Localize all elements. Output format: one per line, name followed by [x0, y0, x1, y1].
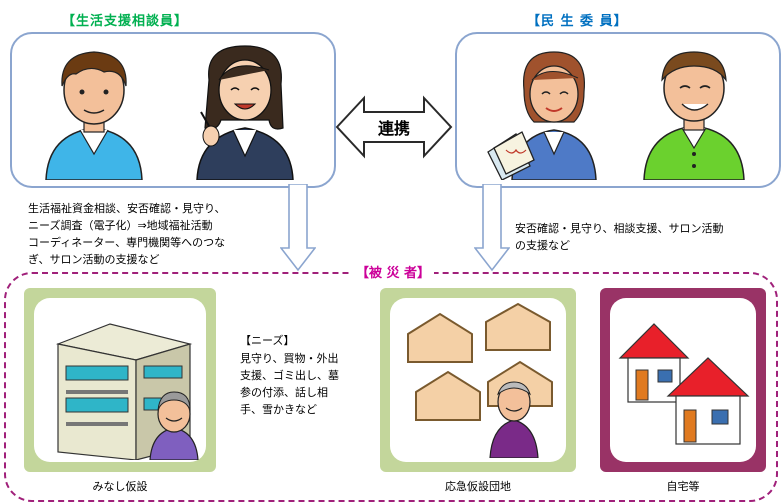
commissioner-activities-text: 安否確認・見守り、相談支援、サロン活動 の支援など	[515, 222, 724, 252]
welfare-commissioner-panel	[455, 32, 781, 188]
support-counselor-header: 【生活支援相談員】	[62, 14, 189, 29]
counselor-activities-text: 生活福祉資金相談、安否確認・見守り、 ニーズ調査（電子化）⇒地域福祉活動 コーデ…	[28, 202, 226, 266]
houses-illustration	[618, 323, 750, 445]
needs-title: 【ニーズ】	[240, 334, 295, 347]
counselor-down-arrow	[280, 184, 316, 272]
affected-residents-header: 【被 災 者】	[352, 262, 435, 281]
own-home-caption: 自宅等	[666, 480, 700, 493]
collaboration-double-arrow	[335, 95, 453, 159]
support-counselor-panel	[10, 32, 336, 188]
apartment-building-illustration	[55, 323, 199, 460]
temporary-housing-complex-card	[380, 288, 576, 472]
deemed-temporary-housing-card	[24, 288, 216, 472]
prefab-houses-illustration	[407, 302, 553, 458]
welfare-commissioner-header: 【民 生 委 員】	[527, 14, 628, 29]
collaboration-label: 連携	[377, 119, 410, 138]
commissioner-woman-illustration	[487, 51, 597, 180]
deemed-temporary-housing-caption: みなし仮設	[92, 480, 148, 493]
temporary-housing-complex-caption: 応急仮設団地	[445, 480, 511, 493]
commissioner-down-arrow	[474, 184, 510, 272]
own-home-card	[600, 288, 766, 472]
counselor-woman-illustration	[196, 45, 294, 180]
needs-text: 見守り、買物・外出 支援、ゴミ出し、墓 参の付添、話し相 手、雪かきなど	[240, 352, 339, 416]
commissioner-man-illustration	[643, 51, 745, 180]
counselor-man-illustration	[45, 51, 143, 180]
